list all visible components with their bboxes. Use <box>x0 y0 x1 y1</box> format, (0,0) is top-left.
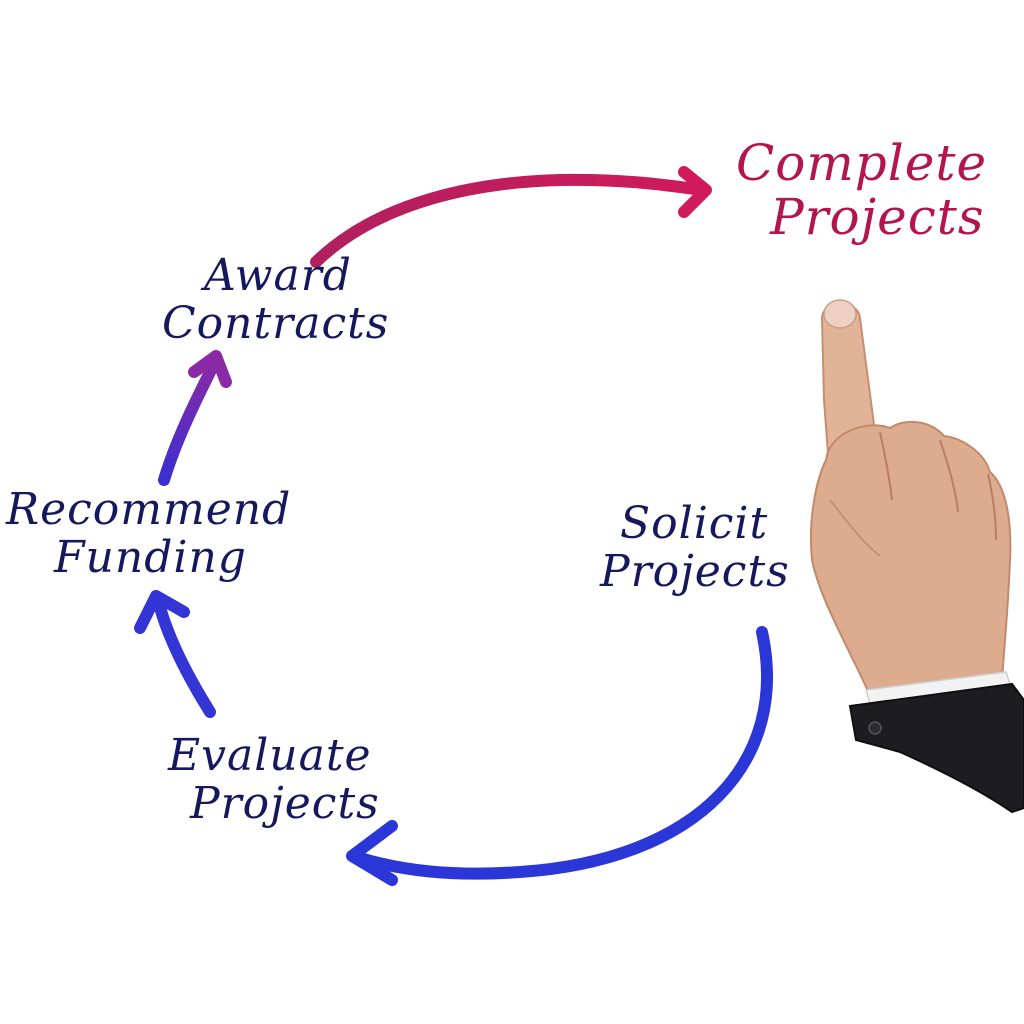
step-line: Projects <box>770 188 985 246</box>
step-award-contracts: Award Contracts <box>162 252 389 347</box>
arrow-evaluate-to-recommend <box>134 590 216 718</box>
step-line: Solicit <box>620 498 769 549</box>
step-solicit-projects: Solicit Projects <box>600 500 790 595</box>
step-line: Recommend <box>6 484 292 535</box>
step-complete-projects: Complete Projects <box>736 136 987 244</box>
step-line: Projects <box>600 545 790 597</box>
step-recommend-funding: Recommend Funding <box>6 486 291 581</box>
arrow-solicit-to-evaluate <box>346 626 773 886</box>
step-evaluate-projects: Evaluate Projects <box>168 732 380 827</box>
step-line: Complete <box>736 134 988 192</box>
step-line: Award <box>204 250 352 301</box>
step-line: Projects <box>190 777 380 829</box>
step-line: Funding <box>54 531 247 583</box>
arrow-award-to-complete <box>310 166 712 268</box>
pointing-hand-icon <box>809 299 1024 814</box>
step-line: Contracts <box>162 297 390 349</box>
arrow-recommend-to-award <box>158 350 232 486</box>
step-line: Evaluate <box>168 730 372 781</box>
